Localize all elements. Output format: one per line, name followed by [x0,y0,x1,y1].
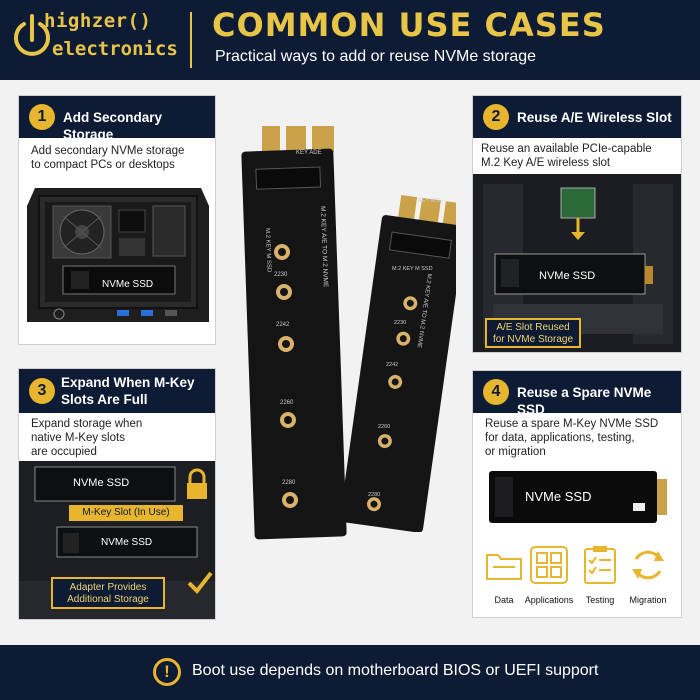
board-text-1: M.2 KEY M SSD [392,266,433,272]
mark-2230: 2230 [394,320,407,326]
ssd-label: NVMe SSD [525,489,592,504]
mark-2260: 2260 [378,424,391,430]
adapter-board-left: KEY ADE M.2 KEY M SSD M.2 KEY A/E TO M.2… [240,122,350,542]
folder-icon [486,554,522,580]
header-banner: highzer() electronics COMMON USE CASES P… [0,0,700,80]
page-subtitle: Practical ways to add or reuse NVMe stor… [215,48,537,65]
mark-2230: 2230 [274,272,288,278]
footer-banner: ! Boot use depends on motherboard BIOS o… [0,645,700,700]
logo-line2: electronics [52,38,178,60]
mini-pc-photo: NVMe SSD [19,176,215,344]
card-title: Expand When M-Key Slots Are Full [61,375,195,407]
slot-in-use-label: M-Key Slot (In Use) [69,505,183,521]
use-label-data: Data [494,595,514,605]
motherboard-photo: NVMe SSD A/E Slot Reused for NVMe Storag… [473,174,681,352]
key-label: KEY ADE [418,198,442,204]
card-description: Reuse a spare M-Key NVMe SSD for data, a… [485,418,659,458]
card-title: Reuse A/E Wireless Slot [517,110,672,125]
card-title: Add Secondary Storage [63,110,163,142]
ssd-label: NVMe SSD [539,270,596,282]
mark-2260: 2260 [280,400,294,406]
card-description: Add secondary NVMe storage to compact PC… [31,145,185,171]
card-header: 1 Add Secondary Storage [19,96,215,142]
callout-box: Adapter Provides Additional Storage [51,577,165,609]
use-case-card-2: 2 Reuse A/E Wireless Slot Reuse an avail… [472,95,682,353]
mark-2280: 2280 [282,480,296,486]
brand-logo: highzer() electronics [8,6,178,72]
card-number: 3 [29,378,55,404]
header-divider [190,12,192,68]
applications-icon [530,546,568,584]
warning-icon: ! [153,658,181,686]
ssd-label: NVMe SSD [102,279,154,290]
ssd-label-top: NVMe SSD [73,477,130,489]
card-title: Reuse a Spare NVMe SSD [517,385,652,417]
mark-2242: 2242 [386,362,399,368]
logo-line1: highzer() [44,10,152,32]
card-number: 1 [29,104,55,130]
footer-note: Boot use depends on motherboard BIOS or … [192,662,599,679]
adapter-board-right: M.2 KEY M SSD M.2 KEY A/E TO M.2 NVME KE… [338,192,456,532]
checklist-icon [584,546,616,584]
use-case-card-1: 1 Add Secondary Storage Add secondary NV… [18,95,216,345]
card-description: Reuse an available PCIe-capable M.2 Key … [481,143,652,169]
card-description: Expand storage when native M-Key slots a… [31,418,143,458]
mark-2280: 2280 [368,492,381,498]
card-header: 4 Reuse a Spare NVMe SSD [473,371,681,417]
spare-ssd-photo: NVMe SSD [487,463,671,529]
use-label-testing: Testing [585,595,615,605]
mark-2242: 2242 [276,322,290,328]
full-slots-photo: NVMe SSD M-Key Slot (In Use) NVMe SSD Ad… [19,461,215,619]
ssd-label-bottom: NVMe SSD [101,537,153,548]
callout-box: A/E Slot Reused for NVMe Storage [485,318,581,348]
use-label-migration: Migration [629,595,667,605]
power-icon [14,14,50,56]
use-label-applications: Applications [524,595,574,605]
card-header: 3 Expand When M-Key Slots Are Full [19,369,215,413]
card-number: 4 [483,379,509,405]
key-label: KEY ADE [296,150,322,156]
card-number: 2 [483,104,509,130]
refresh-icon [632,550,664,580]
page-title: COMMON USE CASES [212,6,606,44]
use-case-card-3: 3 Expand When M-Key Slots Are Full Expan… [18,368,216,620]
card-header: 2 Reuse A/E Wireless Slot [473,96,681,138]
